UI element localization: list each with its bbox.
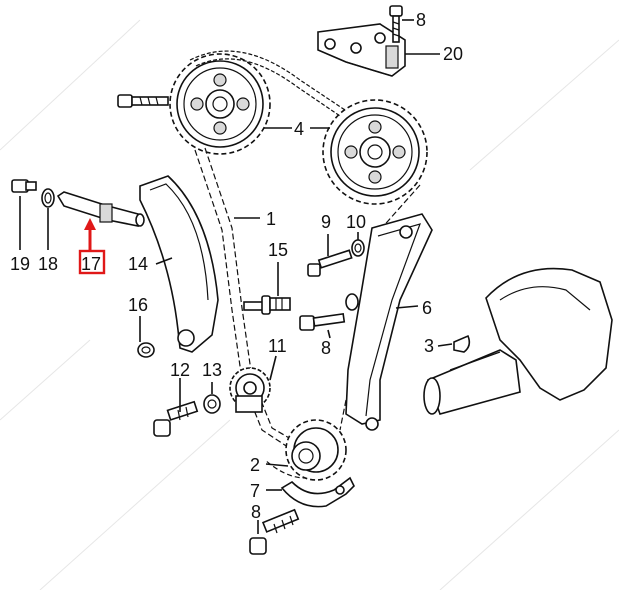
- camshaft-sprocket-left[interactable]: [169, 53, 271, 155]
- intermediate-sprocket[interactable]: [229, 367, 271, 413]
- callout-labels: 8 20 4 1 9 10 19 18 17 14 15 16 6 8 3 11…: [10, 10, 463, 522]
- chain-guide[interactable]: [280, 476, 355, 508]
- highlight-marker: [78, 218, 106, 275]
- callout-3[interactable]: 3: [424, 336, 434, 356]
- pin-bolt[interactable]: [243, 295, 291, 315]
- washer-13[interactable]: [203, 394, 221, 414]
- screw-plug[interactable]: [11, 179, 37, 193]
- callout-11[interactable]: 11: [268, 336, 287, 356]
- camshaft-sprocket-right[interactable]: [322, 99, 428, 205]
- crankshaft: [423, 267, 613, 415]
- bolt-12[interactable]: [153, 400, 199, 437]
- tensioner-pin[interactable]: [56, 191, 145, 227]
- callout-10[interactable]: 10: [346, 212, 366, 232]
- bolt-8-mid[interactable]: [299, 312, 346, 331]
- washer-10[interactable]: [351, 239, 365, 257]
- callout-13[interactable]: 13: [202, 360, 222, 380]
- callout-9[interactable]: 9: [321, 212, 331, 232]
- bolt-9[interactable]: [307, 249, 353, 277]
- highlight-arrowhead: [84, 218, 96, 230]
- callout-7[interactable]: 7: [250, 481, 260, 501]
- guide-rail[interactable]: [345, 213, 433, 431]
- tensioning-rail[interactable]: [139, 175, 219, 353]
- highlight-box: [78, 249, 106, 275]
- leader-lines: [19, 19, 453, 534]
- crankshaft-sprocket[interactable]: [285, 419, 347, 481]
- callout-4[interactable]: 4: [294, 119, 304, 139]
- chain-tensioner-housing[interactable]: [317, 23, 406, 77]
- callout-8-mid[interactable]: 8: [321, 338, 331, 358]
- callout-14[interactable]: 14: [128, 254, 148, 274]
- callout-17[interactable]: 17: [81, 254, 101, 274]
- sprocket-bolt[interactable]: [117, 94, 169, 108]
- callout-18[interactable]: 18: [38, 254, 58, 274]
- washer-mid[interactable]: [345, 293, 359, 311]
- woodruff-key[interactable]: [453, 334, 471, 353]
- callout-6[interactable]: 6: [422, 298, 432, 318]
- callout-2[interactable]: 2: [250, 455, 260, 475]
- watermark-pattern: [0, 19, 619, 590]
- sealing-ring[interactable]: [41, 188, 55, 208]
- callout-12[interactable]: 12: [170, 360, 190, 380]
- washer-16[interactable]: [137, 342, 155, 358]
- bolt-8-bottom[interactable]: [249, 508, 300, 555]
- callout-20[interactable]: 20: [443, 44, 463, 64]
- callout-8-bottom[interactable]: 8: [251, 502, 261, 522]
- callout-1[interactable]: 1: [266, 209, 276, 229]
- callout-15[interactable]: 15: [268, 240, 288, 260]
- callout-8-top[interactable]: 8: [416, 10, 426, 30]
- callout-19[interactable]: 19: [10, 254, 30, 274]
- callout-16[interactable]: 16: [128, 295, 148, 315]
- bolt-top[interactable]: [389, 5, 403, 43]
